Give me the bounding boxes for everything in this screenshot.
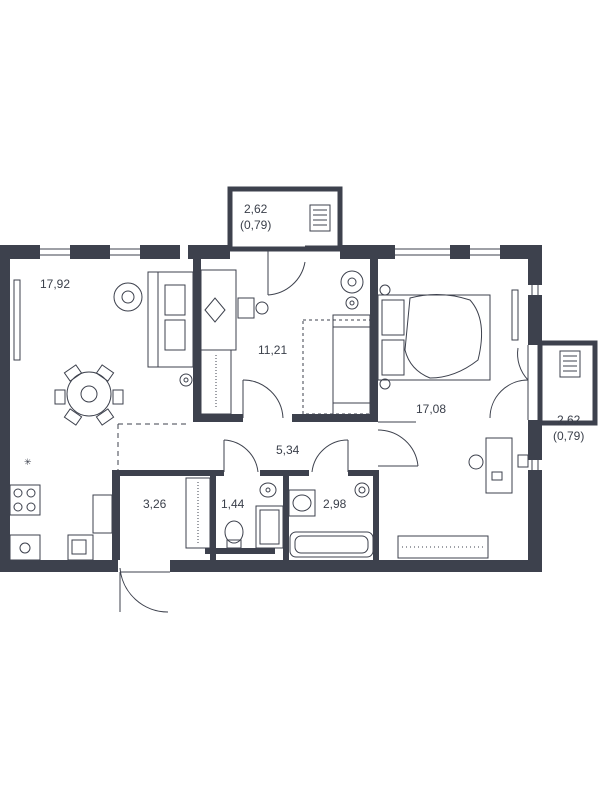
- walls: [0, 245, 542, 572]
- sink-icon: [67, 534, 94, 561]
- bathroom-area: 2,98: [323, 497, 347, 511]
- toilet-area: 1,44: [221, 497, 245, 511]
- desk-icon: [485, 437, 513, 494]
- double-bed-icon: [377, 294, 491, 381]
- bedroom-small-furniture: [200, 269, 371, 416]
- bathroom-fixtures: [288, 482, 374, 558]
- stove-icon: [9, 484, 41, 516]
- balcony-top-area: 2,62 (0,79): [240, 202, 272, 232]
- living-furniture: ✳: [9, 271, 194, 561]
- toilet-fixtures: [224, 482, 284, 549]
- entry-area: 3,26: [143, 497, 167, 511]
- bedroom-large-furniture: [377, 284, 529, 559]
- balcony-right-area: 2,62 (0,79): [553, 413, 585, 443]
- bedroom-large-area: 17,08: [416, 402, 447, 416]
- washing-machine-icon: [255, 505, 284, 549]
- bathtub-icon: [289, 531, 374, 558]
- wardrobe-icon: [185, 477, 211, 549]
- bedroom-small-area: 11,21: [258, 343, 288, 357]
- doors: [117, 379, 419, 613]
- plant-icon: [340, 270, 364, 294]
- wardrobe-icon: [397, 535, 489, 559]
- sink-icon: [288, 489, 316, 517]
- living-room-area: 17,92: [40, 277, 71, 291]
- hallway-area: 5,34: [276, 443, 300, 457]
- svg-text:✳: ✳: [24, 457, 32, 467]
- radiator-icon: [309, 204, 331, 232]
- balcony-right: [489, 340, 598, 426]
- plant-icon: [113, 282, 143, 312]
- sofa-bed-icon: [302, 319, 371, 415]
- desk-icon: [200, 269, 237, 351]
- fridge-icon: [92, 494, 113, 534]
- dining-table-icon: [66, 371, 112, 417]
- entry-furniture: [185, 477, 211, 549]
- radiator-icon: [559, 350, 581, 378]
- balcony-top: [227, 186, 343, 296]
- sink-icon: [259, 482, 277, 498]
- toilet-icon: [224, 520, 244, 544]
- windows: [40, 248, 539, 470]
